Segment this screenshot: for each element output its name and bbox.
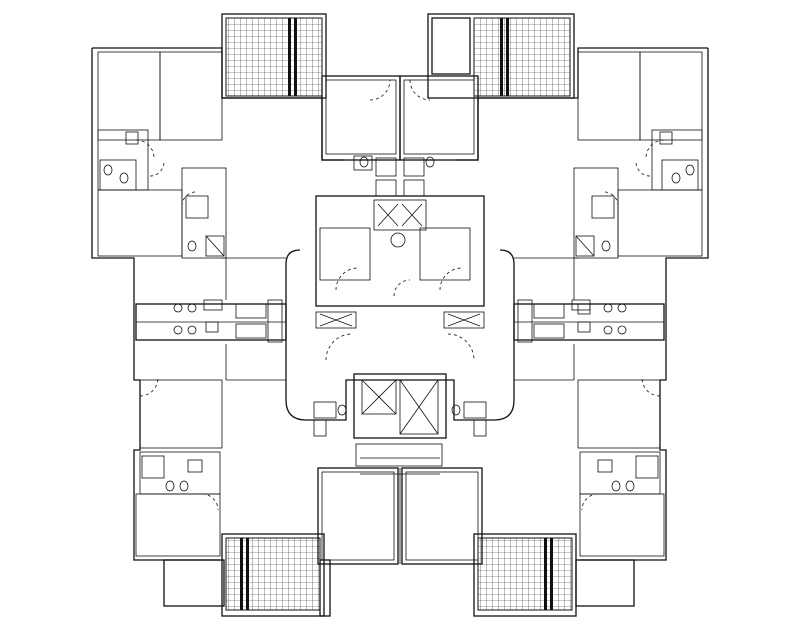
bathroom-fixtures [99,131,699,492]
kitchen-fixtures [173,303,627,335]
exterior-walls [91,47,709,565]
balcony-top-left [221,13,327,99]
balcony-bottom-right [473,533,635,617]
central-core [285,195,515,475]
balcony-bottom-left [163,533,331,617]
door-swings [135,79,665,511]
partitions [222,96,578,564]
balcony-top-right [427,13,575,99]
